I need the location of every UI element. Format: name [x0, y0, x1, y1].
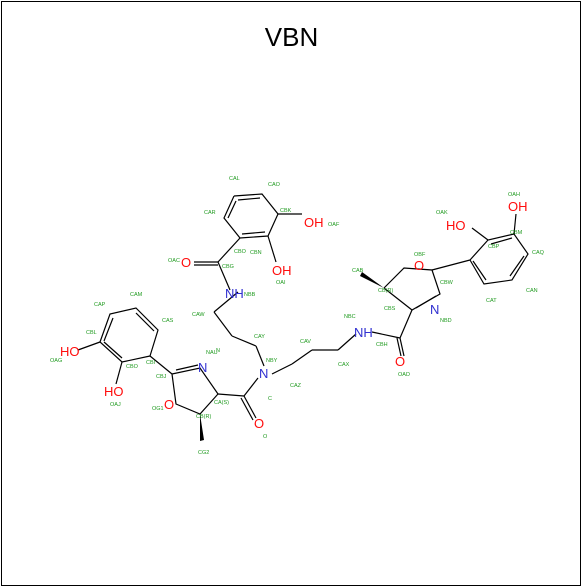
- atom-name: CAR: [204, 210, 216, 216]
- atom-oh-left2: HO: [104, 384, 124, 399]
- atom-name: N: [216, 348, 220, 354]
- atom-name: CAY: [254, 334, 265, 340]
- atom-name: CAW: [192, 312, 205, 318]
- atom-name: CBK: [280, 208, 292, 214]
- atom-name: CG2: [198, 450, 209, 456]
- atom-name: CBP: [488, 244, 500, 250]
- atom-name: CBO: [126, 364, 139, 370]
- atom-name: CAZ: [290, 383, 302, 389]
- atom-name: CAT: [486, 298, 497, 304]
- atom-nh-top: NH: [225, 286, 244, 301]
- left-oxazoline-ring: [149, 355, 257, 441]
- atom-name: CBS: [384, 306, 396, 312]
- atom-name: OAC: [168, 258, 180, 264]
- atom-name: CBG: [222, 264, 234, 270]
- atom-o-ring-right: O: [414, 258, 424, 273]
- atom-name: CAM: [130, 292, 143, 298]
- atom-oh-top2: OH: [272, 263, 292, 278]
- atom-o-amide-right: O: [395, 354, 405, 369]
- atom-name: CBL: [86, 330, 97, 336]
- atom-name: CAO: [268, 182, 281, 188]
- atom-name: CAQ: [532, 250, 545, 256]
- atom-name: C: [268, 396, 272, 402]
- atom-name: CB(R): [196, 414, 211, 420]
- atom-n-center: N: [259, 366, 268, 381]
- atom-name: OG1: [152, 406, 164, 412]
- atom-name: CAS: [162, 318, 174, 324]
- atom-n-ring-left: N: [198, 360, 207, 375]
- atom-name: NBD: [440, 318, 452, 324]
- atom-name: OAK: [436, 210, 448, 216]
- atom-name: CBJ: [156, 374, 167, 380]
- atom-name: NBC: [344, 314, 356, 320]
- atom-oh-left1: HO: [60, 344, 80, 359]
- atom-name: CAB: [352, 268, 364, 274]
- atom-name: CBM: [510, 230, 523, 236]
- atom-name: NBB: [244, 292, 256, 298]
- atom-name: CBI: [146, 360, 156, 366]
- atom-name: OAI: [276, 280, 286, 286]
- molecule-title: VBN: [264, 22, 319, 52]
- atom-name: OAJ: [110, 402, 121, 408]
- left-aromatic-ring: [77, 307, 159, 385]
- atom-name: CBW: [440, 280, 454, 286]
- atom-name: CAL: [229, 176, 240, 182]
- central-chain: [213, 291, 357, 397]
- atom-name: OAF: [328, 222, 340, 228]
- atom-name: NBY: [266, 358, 278, 364]
- atom-name: CAP: [94, 302, 106, 308]
- atom-name: CAX: [338, 362, 350, 368]
- right-oxazoline-ring: [360, 259, 471, 357]
- atom-o-ring-left: O: [164, 397, 174, 412]
- atom-name: O: [263, 434, 268, 440]
- atom-oh-top1: OH: [304, 215, 324, 230]
- upper-aromatic-ring: [194, 193, 302, 291]
- hetero-atom-labels: OH OH O NH N N O O HO HO HO OH O N NH O: [60, 199, 528, 431]
- atom-name: CBO: [234, 249, 247, 255]
- atom-name: OAD: [398, 372, 410, 378]
- atom-name: NAU: [206, 350, 218, 356]
- atom-oh-right1: HO: [446, 218, 466, 233]
- atom-name: CBN: [250, 250, 262, 256]
- right-aromatic-ring: [469, 213, 529, 285]
- atom-name: CA(S): [214, 400, 229, 406]
- atom-name: CBH: [376, 342, 388, 348]
- atom-name: CB(R): [378, 288, 393, 294]
- atom-o-amide-left: O: [254, 416, 264, 431]
- atom-nh-right: NH: [354, 325, 373, 340]
- atom-name-labels: CAL CAO CAR CBK OAF CBO CBN OAI OAC CBG …: [50, 176, 545, 456]
- atom-oh-right2: OH: [508, 199, 528, 214]
- atom-name: CAN: [526, 288, 538, 294]
- atom-name: OAG: [50, 358, 62, 364]
- atom-o-amide-top: O: [181, 255, 191, 270]
- atom-name: OAH: [508, 192, 520, 198]
- atom-name: CAV: [300, 339, 311, 345]
- atom-name: OBF: [414, 252, 426, 258]
- atom-n-ring-right: N: [430, 302, 439, 317]
